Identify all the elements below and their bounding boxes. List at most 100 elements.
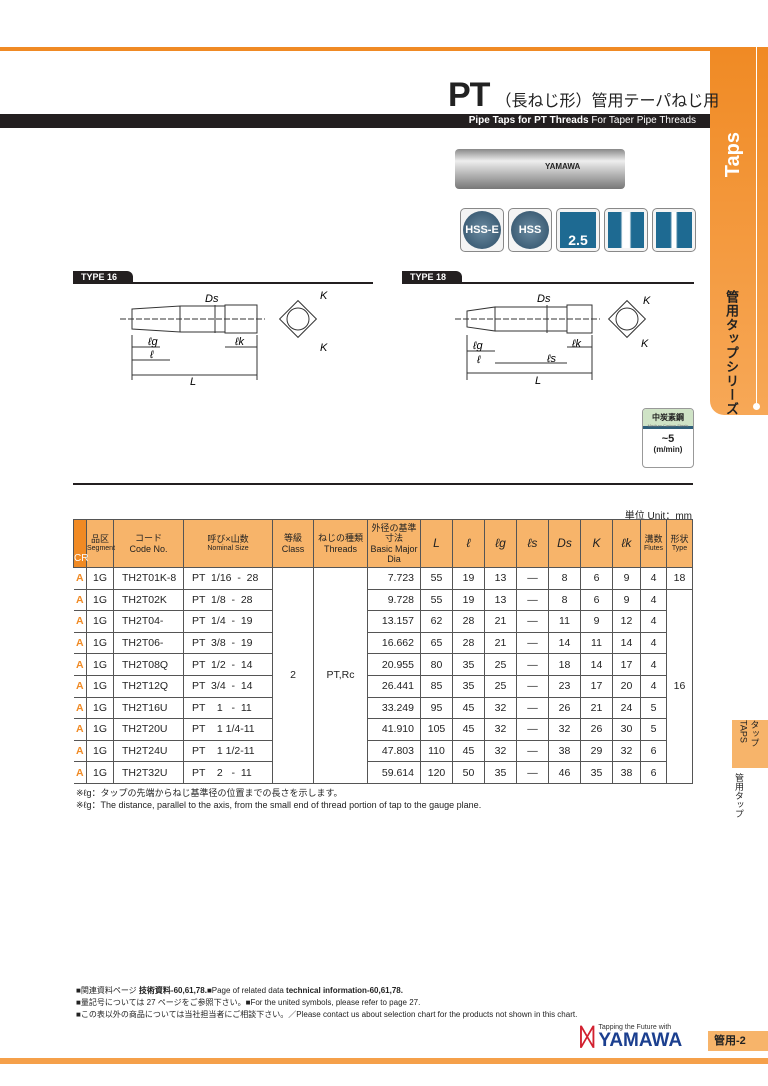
cell-ls: — bbox=[516, 718, 549, 741]
cell-Ds: 46 bbox=[548, 761, 581, 784]
svg-text:ℓk: ℓk bbox=[571, 338, 582, 350]
cell-code: TH2T16U bbox=[113, 696, 184, 720]
cell-L: 62 bbox=[420, 610, 453, 633]
cell-dia: 7.723 bbox=[367, 567, 421, 590]
cell-size: PT 2 - 11 bbox=[183, 761, 273, 784]
logo-mark-icon: ᛞ bbox=[580, 1024, 595, 1051]
subtitle: For Taper Pipe Threads bbox=[591, 115, 696, 126]
cell-seg: 1G bbox=[86, 610, 114, 633]
cell-Ds: 8 bbox=[548, 588, 581, 612]
tab-pipe-taps[interactable]: 管用タップ bbox=[734, 773, 744, 818]
cell-dia: 47.803 bbox=[367, 739, 421, 763]
cell-lk: 14 bbox=[612, 631, 641, 655]
cell-K: 17 bbox=[580, 674, 613, 698]
cell-fl: 4 bbox=[640, 631, 667, 655]
cell-lg: 32 bbox=[484, 739, 517, 763]
cell-l: 19 bbox=[452, 567, 485, 590]
svg-text:K: K bbox=[641, 338, 649, 350]
cell-class: 2 bbox=[272, 567, 314, 784]
bottom-bar bbox=[0, 1058, 768, 1064]
col-l: ℓ bbox=[452, 519, 485, 568]
note-en: ※ℓg：The distance, parallel to the axis, … bbox=[76, 800, 482, 810]
cell-lk: 38 bbox=[612, 761, 641, 784]
col-ls: ℓs bbox=[516, 519, 549, 568]
svg-text:K: K bbox=[320, 342, 328, 354]
cell-seg: 1G bbox=[86, 588, 114, 612]
cell-cr: A bbox=[73, 718, 87, 741]
col-K: K bbox=[580, 519, 613, 568]
cell-seg: 1G bbox=[86, 653, 114, 676]
cell-cr: A bbox=[73, 610, 87, 633]
cell-l: 50 bbox=[452, 761, 485, 784]
cell-Ds: 14 bbox=[548, 631, 581, 655]
cell-lk: 9 bbox=[612, 567, 641, 590]
svg-text:ℓg: ℓg bbox=[472, 340, 484, 352]
cell-code: TH2T32U bbox=[113, 761, 184, 784]
tab-taps[interactable]: タップ TAPS bbox=[732, 720, 768, 768]
title-main: PT bbox=[448, 76, 490, 114]
cell-K: 6 bbox=[580, 567, 613, 590]
cell-lk: 9 bbox=[612, 588, 641, 612]
cell-l: 19 bbox=[452, 588, 485, 612]
cell-seg: 1G bbox=[86, 739, 114, 763]
cell-l: 35 bbox=[452, 653, 485, 676]
cell-seg: 1G bbox=[86, 674, 114, 698]
cell-size: PT 1 - 11 bbox=[183, 696, 273, 720]
cell-L: 65 bbox=[420, 631, 453, 655]
cell-code: TH2T24U bbox=[113, 739, 184, 763]
tap-brand: YAMAWA bbox=[545, 162, 581, 171]
note-jp: ※ℓg：タップの先端からねじ基準径の位置までの長さを示します。 bbox=[76, 788, 343, 798]
cell-L: 95 bbox=[420, 696, 453, 720]
svg-text:L: L bbox=[535, 375, 541, 387]
section-divider bbox=[73, 483, 693, 485]
cell-type: 16 bbox=[666, 588, 693, 784]
col-lk: ℓk bbox=[612, 519, 641, 568]
col-cr: CR bbox=[73, 519, 88, 568]
cell-l: 35 bbox=[452, 674, 485, 698]
type16-rule bbox=[73, 282, 373, 284]
cell-fl: 6 bbox=[640, 761, 667, 784]
speed-material: 中炭素鋼 bbox=[652, 413, 684, 422]
cell-size: PT 1 1/2-11 bbox=[183, 739, 273, 763]
svg-text:ℓ: ℓ bbox=[149, 349, 154, 361]
unit-label: 単位 Unit：mm bbox=[624, 511, 692, 522]
cell-K: 6 bbox=[580, 588, 613, 612]
cell-Ds: 8 bbox=[548, 567, 581, 590]
svg-text:Ds: Ds bbox=[537, 293, 551, 305]
cell-cr: A bbox=[73, 653, 87, 676]
type18-rule bbox=[402, 282, 694, 284]
footer-notes: ■関連資料ページ 技術資料-60,61,78.■Page of related … bbox=[76, 986, 578, 1019]
cell-Ds: 32 bbox=[548, 718, 581, 741]
cell-lg: 25 bbox=[484, 653, 517, 676]
svg-text:L: L bbox=[190, 376, 196, 388]
cell-code: TH2T12Q bbox=[113, 674, 184, 698]
cell-K: 35 bbox=[580, 761, 613, 784]
cell-ls: — bbox=[516, 761, 549, 784]
page-number: 管用-2 bbox=[708, 1031, 768, 1051]
speed-unit: (m/min) bbox=[653, 445, 683, 454]
cell-ls: — bbox=[516, 588, 549, 612]
cell-ls: — bbox=[516, 739, 549, 763]
cell-lg: 21 bbox=[484, 610, 517, 633]
cell-cr: A bbox=[73, 567, 87, 590]
cell-Ds: 11 bbox=[548, 610, 581, 633]
cell-fl: 4 bbox=[640, 567, 667, 590]
cell-seg: 1G bbox=[86, 761, 114, 784]
cell-ls: — bbox=[516, 653, 549, 676]
svg-text:K: K bbox=[643, 295, 651, 307]
cell-dia: 59.614 bbox=[367, 761, 421, 784]
cell-cr: A bbox=[73, 588, 87, 612]
cell-L: 55 bbox=[420, 567, 453, 590]
cell-fl: 4 bbox=[640, 674, 667, 698]
cell-lg: 32 bbox=[484, 696, 517, 720]
cell-size: PT 1/4 - 19 bbox=[183, 610, 273, 633]
cell-K: 29 bbox=[580, 739, 613, 763]
